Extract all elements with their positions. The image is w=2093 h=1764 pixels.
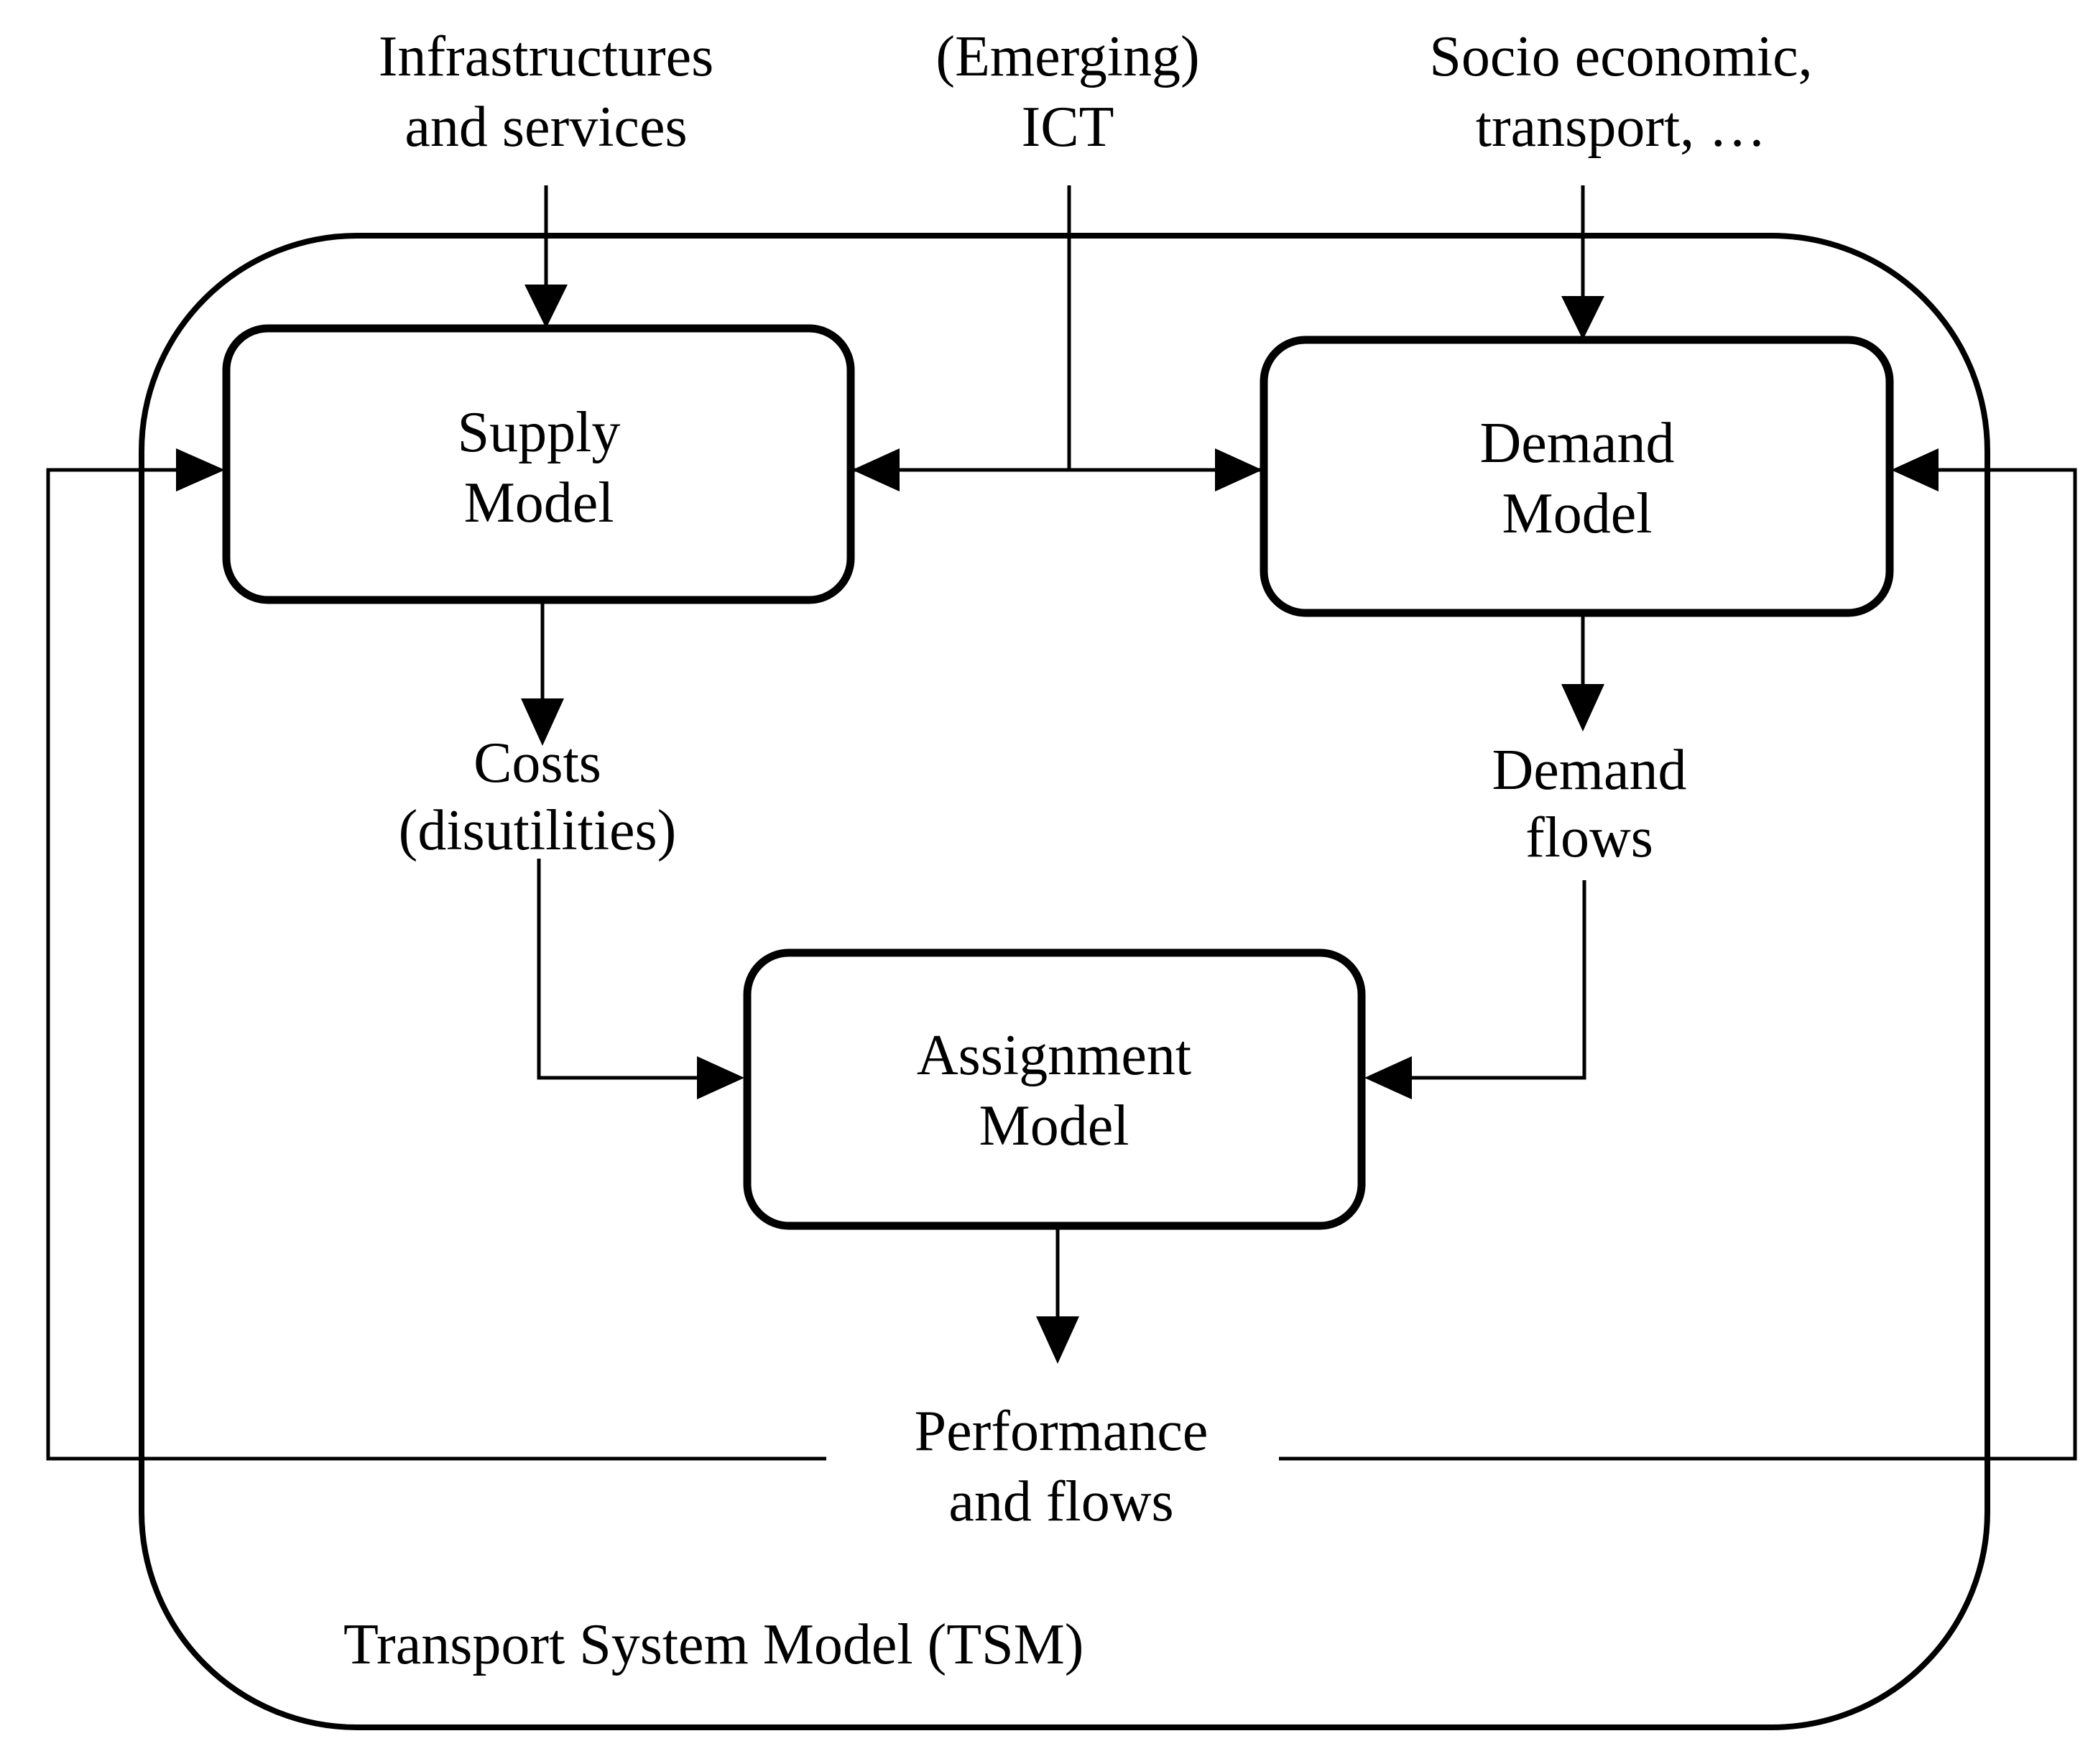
performance-flows-label: Performance and flows [914,1400,1209,1533]
demand-model-box [1260,336,1894,617]
supply-model-box [222,324,855,604]
assignment-model-label: Assignment Model [916,1024,1192,1158]
tsm-boundary-box [139,233,1990,1730]
arrowhead-into-assignment-right [1364,1056,1412,1099]
tsm-caption: Transport System Model (TSM) [343,1613,1084,1676]
costs-to-assignment-arrow [537,859,700,1080]
arrowhead-into-assignment-left [697,1056,744,1099]
arrowhead-into-demand-top [1561,296,1604,340]
arrowhead-to-performance [1036,1316,1079,1364]
arrowhead-into-demand-right [1891,448,1939,491]
left-feedback-line [46,468,826,1461]
ict-input-line [852,185,1262,472]
flows-to-assignment-arrow [1409,880,1586,1080]
costs-label: Costs (disutilities) [398,731,677,862]
infrastructures-label: Infrastructures and services [378,25,714,159]
arrowhead-to-demand-flows [1561,684,1604,731]
arrowhead-to-costs [521,698,564,746]
assignment-model-box [743,948,1366,1230]
demand-model-label: Demand Model [1479,412,1675,545]
arrowhead-into-demand-left [1215,448,1262,491]
right-feedback-line [1279,468,2077,1461]
supply-model-label: Supply Model [457,401,621,535]
emerging-ict-label: (Emerging) ICT [935,25,1200,159]
arrowhead-into-supply-right [852,448,900,491]
arrowhead-into-supply-top [525,285,568,328]
demand-flows-label: Demand flows [1492,739,1687,869]
arrowhead-into-supply-left [176,448,225,491]
socio-economic-label: Socio economic, transport, … [1429,25,1813,159]
